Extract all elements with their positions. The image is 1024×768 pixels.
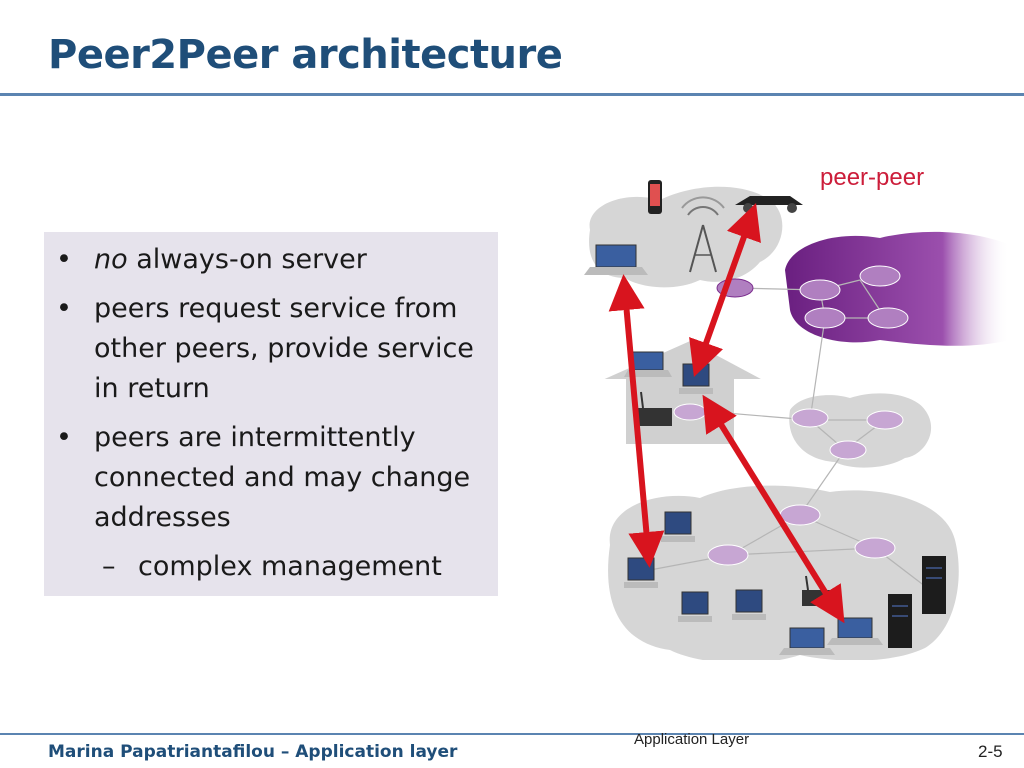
desktop-icon bbox=[679, 363, 713, 394]
bullet-text: peers request service from other peers, … bbox=[94, 293, 474, 404]
bullet-box bbox=[44, 232, 498, 596]
bullet-list: • no always-on server • peers request se… bbox=[56, 240, 496, 587]
router-icon bbox=[867, 307, 909, 329]
desktop-icon bbox=[732, 589, 766, 620]
server-icon bbox=[888, 594, 912, 648]
router-icon bbox=[854, 537, 896, 559]
sub-bullet-item: – complex management bbox=[56, 547, 496, 587]
bullet-item: • peers request service from other peers… bbox=[56, 289, 496, 409]
page-number: 2-5 bbox=[978, 742, 1003, 761]
bullet-marker: • bbox=[56, 422, 72, 453]
peer-arrow bbox=[608, 274, 665, 568]
router-icon bbox=[859, 265, 901, 287]
bullet-marker: • bbox=[56, 293, 72, 324]
router-icon bbox=[673, 403, 707, 421]
desktop-icon bbox=[624, 557, 658, 588]
smartphone-icon bbox=[648, 180, 662, 214]
slide-title: Peer2Peer architecture bbox=[48, 32, 563, 78]
peer-arrows bbox=[608, 203, 845, 624]
laptop-icon bbox=[779, 627, 835, 655]
router-icon bbox=[829, 440, 867, 460]
footer-divider bbox=[0, 733, 1024, 735]
peer-peer-label: peer-peer bbox=[820, 164, 925, 191]
footer-author: Marina Papatriantafilou – Application la… bbox=[48, 742, 458, 762]
router-icon bbox=[866, 410, 904, 430]
bullet-text: peers are intermittently connected and m… bbox=[94, 422, 471, 533]
bullet-item: • no always-on server bbox=[56, 240, 496, 280]
peer-arrow bbox=[689, 203, 761, 377]
sub-bullet-marker: – bbox=[102, 551, 116, 582]
peer-arrow bbox=[702, 394, 845, 624]
bullet-text: always-on server bbox=[127, 244, 367, 275]
router-icon bbox=[799, 279, 841, 301]
server-icon bbox=[922, 556, 946, 614]
router-icon bbox=[804, 307, 846, 329]
footer-section: Application Layer bbox=[634, 731, 750, 748]
bullet-item: • peers are intermittently connected and… bbox=[56, 418, 496, 538]
desktop-icon bbox=[678, 591, 712, 622]
router-icon bbox=[779, 504, 821, 526]
bullet-marker: • bbox=[56, 244, 72, 275]
network-diagram bbox=[584, 180, 1010, 660]
sub-bullet-text: complex management bbox=[138, 551, 442, 582]
router-icon bbox=[791, 408, 829, 428]
laptop-icon bbox=[827, 617, 883, 645]
desktop-icon bbox=[661, 511, 695, 542]
router-icon bbox=[707, 544, 749, 566]
bullet-emphasis: no bbox=[94, 244, 128, 275]
title-divider bbox=[0, 93, 1024, 96]
laptop-icon bbox=[584, 244, 648, 275]
